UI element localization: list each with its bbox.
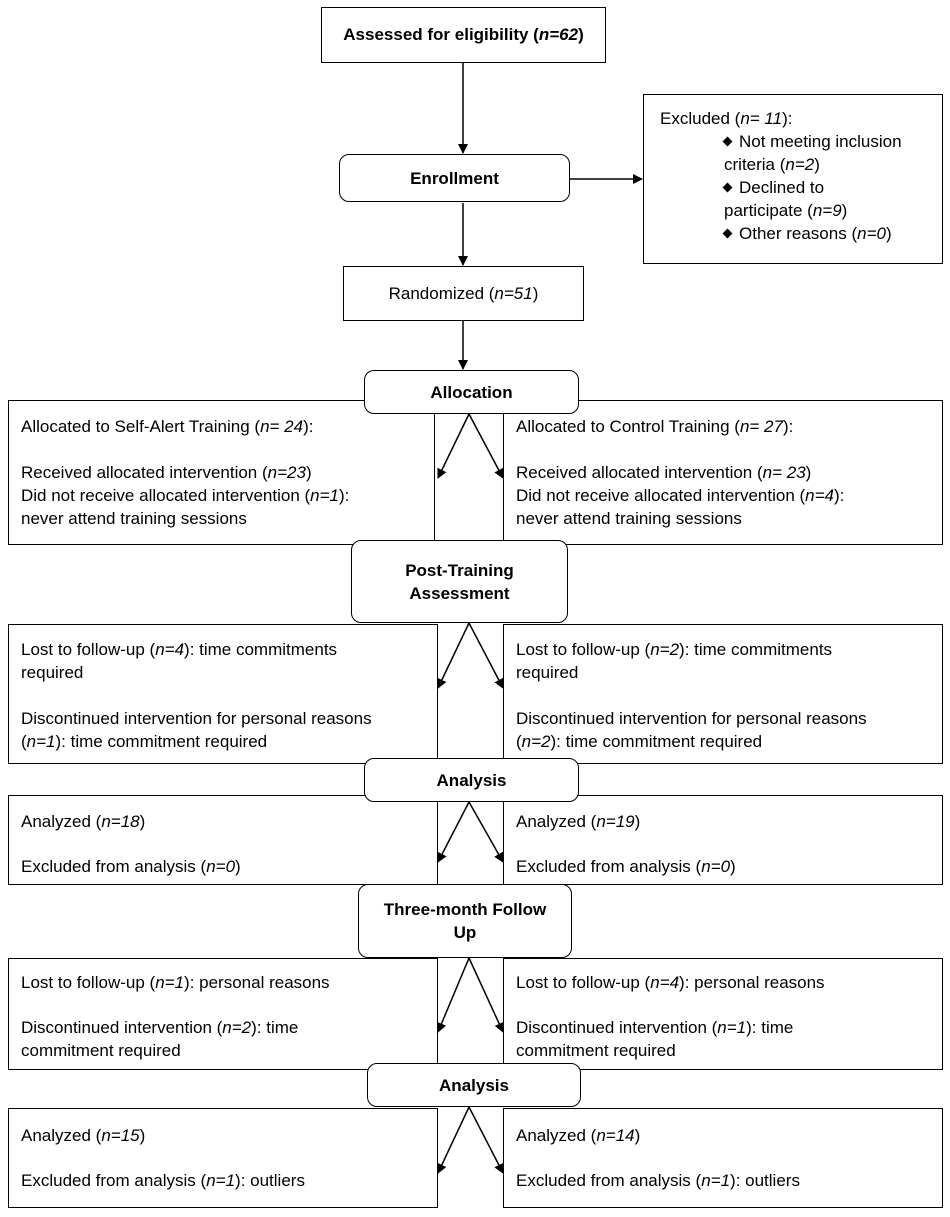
right-fu-discontinued-cont: commitment required — [516, 1041, 676, 1060]
split-arrow-right-5 — [468, 1106, 504, 1174]
left-post-lost: Lost to follow-up (n=4): time commitment… — [21, 640, 338, 659]
left-allocation-box: Allocated to Self-Alert Training (n= 24)… — [8, 400, 435, 545]
split-arrow-left-2 — [437, 622, 470, 689]
left-analyzed-2: Analyzed (n=15) — [21, 1126, 146, 1145]
enrollment-box: Enrollment — [339, 154, 570, 202]
left-excluded-analysis-1: Excluded from analysis (n=0) — [21, 857, 241, 876]
followup-line-1: Three-month Follow — [383, 900, 547, 919]
right-allocation-box: Allocated to Control Training (n= 27): R… — [503, 400, 943, 545]
randomized-label: Randomized (n=51) — [388, 283, 539, 303]
followup-label: Three-month Follow Up — [384, 898, 546, 944]
allocation-label: Allocation — [430, 382, 513, 402]
post-training-line-1: Post-Training — [405, 560, 514, 580]
split-arrow-right-1 — [468, 413, 504, 479]
left-alloc-not-received: Did not receive allocated intervention (… — [21, 486, 350, 505]
analysis-1-stage: Analysis — [364, 758, 579, 802]
left-analyzed-1: Analyzed (n=18) — [21, 812, 146, 831]
analysis-1-label: Analysis — [436, 770, 507, 790]
split-arrow-right-3 — [468, 801, 504, 863]
right-excluded-analysis-1: Excluded from analysis (n=0) — [516, 857, 736, 876]
bullet-icon — [722, 228, 733, 239]
split-arrow-left-1 — [437, 413, 470, 479]
right-followup-box: Lost to follow-up (n=4): personal reason… — [503, 958, 943, 1070]
left-followup-box: Lost to follow-up (n=1): personal reason… — [8, 958, 438, 1070]
right-alloc-not-received: Did not receive allocated intervention (… — [516, 486, 845, 505]
right-analyzed-1: Analyzed (n=19) — [516, 812, 641, 831]
right-fu-lost: Lost to follow-up (n=4): personal reason… — [516, 973, 825, 992]
followup-stage: Three-month Follow Up — [358, 884, 572, 958]
excluded-box: Excluded (n= 11): Not meeting inclusion … — [643, 94, 943, 264]
left-analysis-1-box: Analyzed (n=18) Excluded from analysis (… — [8, 795, 438, 885]
excluded-reason-2: Declined to — [722, 176, 824, 199]
post-training-stage: Post-Training Assessment — [351, 540, 568, 623]
assessed-label: Assessed for eligibility (n=62) — [343, 25, 584, 44]
assessed-box: Assessed for eligibility (n=62) — [321, 7, 606, 63]
post-training-line-2: Assessment — [409, 583, 510, 603]
right-post-training-box: Lost to follow-up (n=2): time commitment… — [503, 624, 943, 764]
allocation-stage: Allocation — [364, 370, 579, 414]
enrollment-label: Enrollment — [410, 168, 499, 188]
right-post-discontinued-cont: (n=2): time commitment required — [516, 732, 763, 751]
excluded-reason-1: Not meeting inclusion — [722, 130, 902, 153]
excluded-reason-2-cont: participate (n=9) — [724, 201, 848, 220]
left-post-lost-cont: required — [21, 663, 84, 682]
left-post-training-box: Lost to follow-up (n=4): time commitment… — [8, 624, 438, 764]
left-fu-lost: Lost to follow-up (n=1): personal reason… — [21, 973, 330, 992]
right-alloc-received: Received allocated intervention (n= 23) — [516, 463, 812, 482]
right-post-lost-cont: required — [516, 663, 579, 682]
split-arrow-left-4 — [436, 957, 470, 1033]
left-alloc-never: never attend training sessions — [21, 509, 247, 528]
left-post-discontinued-cont: (n=1): time commitment required — [21, 732, 268, 751]
left-excluded-analysis-2: Excluded from analysis (n=1): outliers — [21, 1171, 305, 1190]
split-arrow-left-5 — [437, 1106, 470, 1174]
right-fu-discontinued: Discontinued intervention (n=1): time — [516, 1018, 794, 1037]
right-analyzed-2: Analyzed (n=14) — [516, 1126, 641, 1145]
right-alloc-title: Allocated to Control Training (n= 27): — [516, 417, 794, 436]
split-arrow-right-4 — [468, 957, 504, 1033]
right-excluded-analysis-2: Excluded from analysis (n=1): outliers — [516, 1171, 800, 1190]
right-post-lost: Lost to follow-up (n=2): time commitment… — [516, 640, 833, 659]
left-alloc-received: Received allocated intervention (n=23) — [21, 463, 312, 482]
excluded-reason-1-cont: criteria (n=2) — [724, 155, 820, 174]
left-alloc-title: Allocated to Self-Alert Training (n= 24)… — [21, 417, 314, 436]
randomized-box: Randomized (n=51) — [343, 266, 584, 321]
analysis-2-stage: Analysis — [367, 1063, 581, 1107]
right-analysis-1-box: Analyzed (n=19) Excluded from analysis (… — [503, 795, 943, 885]
left-post-discontinued: Discontinued intervention for personal r… — [21, 709, 372, 728]
right-alloc-never: never attend training sessions — [516, 509, 742, 528]
bullet-icon — [722, 136, 733, 147]
right-post-discontinued: Discontinued intervention for personal r… — [516, 709, 867, 728]
post-training-label: Post-Training Assessment — [405, 559, 514, 605]
excluded-title: Excluded (n= 11): — [660, 109, 793, 128]
split-arrow-right-2 — [468, 622, 504, 689]
left-fu-discontinued: Discontinued intervention (n=2): time — [21, 1018, 299, 1037]
followup-line-2: Up — [453, 923, 477, 942]
excluded-reason-3: Other reasons (n=0) — [722, 222, 892, 245]
split-arrow-left-3 — [437, 801, 470, 863]
analysis-2-label: Analysis — [439, 1075, 509, 1095]
left-fu-discontinued-cont: commitment required — [21, 1041, 181, 1060]
bullet-icon — [722, 182, 733, 193]
right-analysis-2-box: Analyzed (n=14) Excluded from analysis (… — [503, 1108, 943, 1208]
left-analysis-2-box: Analyzed (n=15) Excluded from analysis (… — [8, 1108, 438, 1208]
